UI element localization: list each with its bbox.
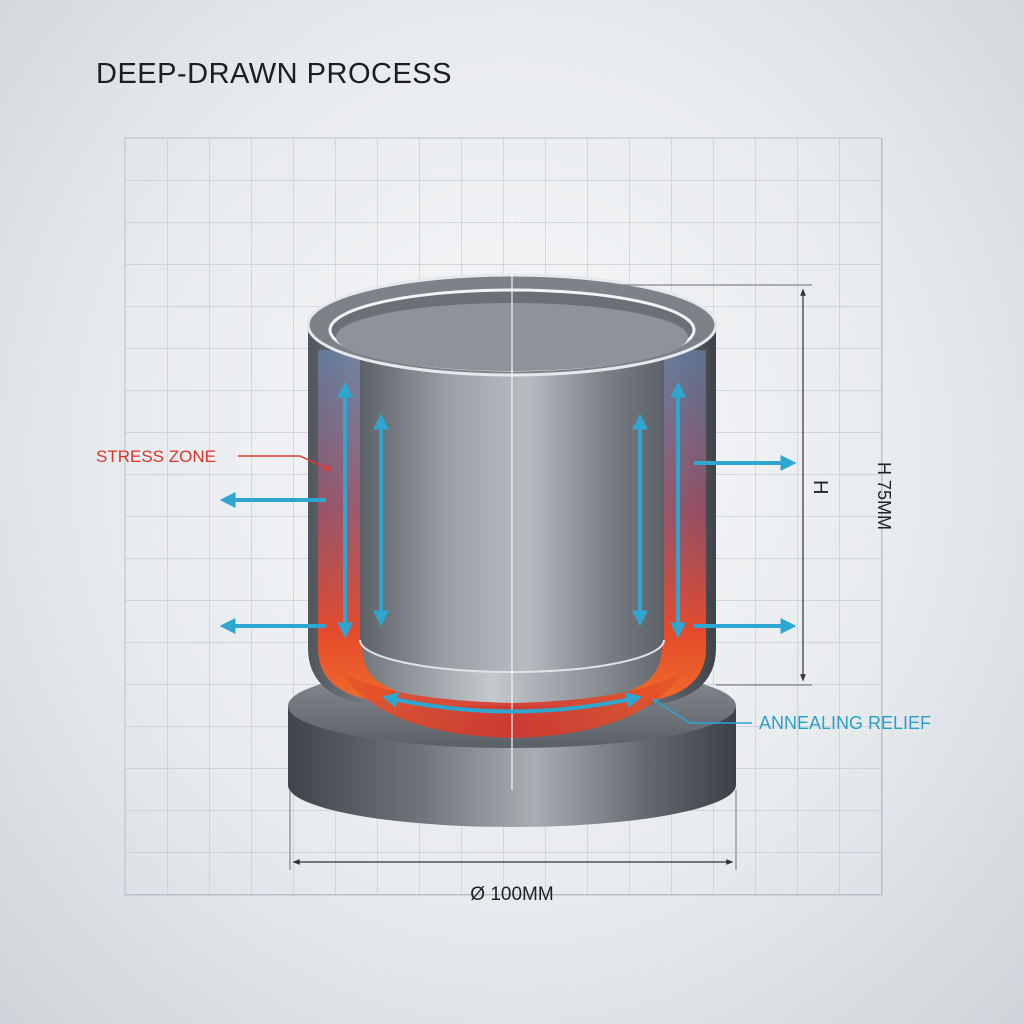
annealing-relief-label: ANNEALING RELIEF	[759, 713, 931, 733]
height-dimension	[620, 284, 812, 686]
stress-zone-label: STRESS ZONE	[96, 447, 216, 466]
diagram-title: DEEP-DRAWN PROCESS	[96, 58, 452, 90]
height-value-label: H 75MM	[874, 462, 894, 530]
annealing-relief-leader	[651, 698, 752, 724]
stress-zone-right	[630, 350, 706, 700]
diameter-dimension	[289, 790, 737, 870]
height-symbol-label: H	[809, 480, 831, 494]
arrow-bottom-curved	[381, 692, 643, 714]
tension-arrows	[219, 381, 797, 714]
drawn-cup	[306, 273, 718, 738]
stress-zone-leader	[238, 455, 332, 471]
diameter-label: Ø 100MM	[470, 884, 553, 905]
